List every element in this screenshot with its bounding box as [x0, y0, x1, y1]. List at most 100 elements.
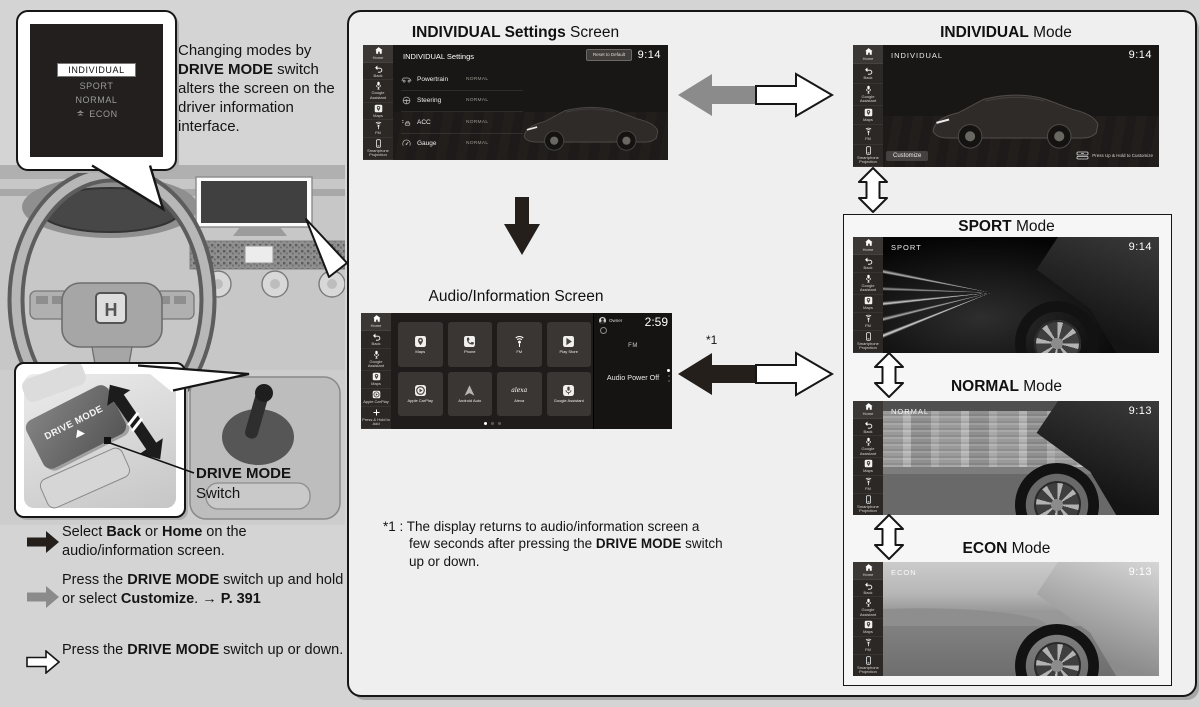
clock: 9:14: [1128, 49, 1152, 61]
sidebar-item-google-assistant[interactable]: Google Assistant: [853, 84, 883, 106]
sidebar-item-back[interactable]: Back: [361, 331, 391, 349]
app-tile-apple-carplay[interactable]: Apple CarPlay: [398, 371, 443, 416]
mode-name-label: SPORT: [891, 243, 922, 252]
maps-icon: [372, 372, 381, 381]
setting-label: Steering: [417, 97, 442, 105]
sidebar-item-label: Smartphone Projection: [857, 664, 879, 675]
sidebar-item-home[interactable]: Home: [853, 401, 883, 419]
maps-icon: [864, 620, 873, 629]
black-arrow-icon: [27, 531, 59, 553]
app-tile-android-auto[interactable]: Android Auto: [447, 371, 492, 416]
sidebar-item-smartphone-projection[interactable]: Smartphone Projection: [853, 494, 883, 515]
sidebar-item-smartphone-projection[interactable]: Smartphone Projection: [853, 331, 883, 353]
owner-chip[interactable]: Owner: [599, 317, 622, 324]
gauge-icon: [401, 139, 412, 148]
sidebar-item-fm[interactable]: FM: [853, 476, 883, 494]
wheel: [1015, 301, 1100, 353]
steering-icon: [401, 96, 412, 105]
sidebar-item-label: Google Assistant: [859, 607, 877, 617]
sidebar-item-maps[interactable]: Maps: [853, 295, 883, 313]
sidebar-item-home[interactable]: Home: [361, 313, 391, 331]
sidebar-item-maps[interactable]: Maps: [853, 458, 883, 476]
fm-icon: [511, 335, 527, 348]
sidebar-item-back[interactable]: Back: [853, 419, 883, 437]
up-down-toggle-arrow: [874, 352, 904, 398]
sidebar-item-home[interactable]: Home: [853, 45, 883, 65]
sidebar-item-back[interactable]: Back: [853, 64, 883, 84]
car-corner: [1006, 401, 1159, 515]
sidebar-item-maps[interactable]: Maps: [853, 619, 883, 637]
audio-side-panel: Owner 2:59 FM Audio Power Off: [593, 313, 672, 429]
press-up-hold-hint: Press Up & Hold to Customize: [1076, 151, 1153, 160]
sidebar-item-label: Google Assistant: [859, 93, 877, 104]
sidebar-item-maps[interactable]: Maps: [363, 103, 393, 121]
scroll-indicator[interactable]: [667, 368, 670, 382]
sidebar-item-label: FM: [865, 136, 871, 142]
help-icon[interactable]: [600, 327, 607, 334]
hint-text: Press Up & Hold to Customize: [1092, 153, 1153, 158]
sidebar-item-maps[interactable]: Maps: [853, 106, 883, 126]
sidebar-item-label: Home: [372, 55, 384, 61]
app-tile-label: Google Assistant: [553, 398, 584, 404]
app-tile-google-assistant[interactable]: Google Assistant: [546, 371, 591, 416]
sidebar-item-smartphone-projection[interactable]: Smartphone Projection: [853, 655, 883, 676]
sidebar-item-fm[interactable]: FM: [853, 637, 883, 655]
up-down-toggle-arrow: [858, 167, 888, 213]
sidebar-item-label: Smartphone Projection: [857, 503, 879, 514]
sidebar-item-label: Smartphone Projection: [367, 147, 389, 158]
sidebar-item-label: Smartphone Projection: [857, 340, 879, 351]
footnote-marker-1: *1: [706, 333, 718, 347]
sidebar-item-back[interactable]: Back: [853, 255, 883, 273]
sidebar-item-fm[interactable]: FM: [853, 125, 883, 145]
footnote: *1 : The display returns to audio/inform…: [383, 518, 723, 571]
sidebar-item-label: Smartphone Projection: [857, 154, 879, 165]
app-tile-play-store[interactable]: Play Store: [546, 322, 591, 367]
sidebar-item-apple-carplay[interactable]: Apple CarPlay: [361, 389, 391, 407]
page-dots[interactable]: [391, 422, 594, 425]
econ-mode-title: ECON Mode: [843, 540, 1170, 558]
cluster-mode-label: ECON: [89, 108, 118, 119]
intro-t2: switch alters the screen on the driver i…: [178, 61, 335, 136]
reset-to-default-button[interactable]: Reset to Default: [586, 49, 632, 61]
sidebar-item-press-hold-to-add[interactable]: Press & Hold to Add: [361, 407, 391, 429]
up-triangle-icon: [72, 427, 85, 439]
sidebar-item-smartphone-projection[interactable]: Smartphone Projection: [363, 138, 393, 160]
sidebar-item-label: Maps: [371, 381, 381, 387]
home-icon: [374, 46, 383, 55]
sidebar-item-google-assistant[interactable]: Google Assistant: [853, 436, 883, 459]
sidebar-item-back[interactable]: Back: [363, 63, 393, 81]
svg-text:H: H: [105, 300, 118, 320]
l1-b1: Back: [106, 524, 142, 540]
sidebar-item-google-assistant[interactable]: Google Assistant: [361, 349, 391, 371]
sidebar-item-label: Google Assistant: [367, 358, 385, 369]
app-tile-maps[interactable]: Maps: [398, 322, 443, 367]
sidebar-item-home[interactable]: Home: [853, 237, 883, 255]
sidebar-item-home[interactable]: Home: [853, 562, 883, 580]
audio-screen-title: Audio/Information Screen: [363, 288, 669, 306]
sidebar-item-back[interactable]: Back: [853, 580, 883, 598]
clock: 9:13: [1128, 566, 1152, 578]
sidebar-item-home[interactable]: Home: [363, 45, 393, 63]
sidebar-item-google-assistant[interactable]: Google Assistant: [853, 597, 883, 620]
app-tile-phone[interactable]: Phone: [447, 322, 492, 367]
sidebar-item-fm[interactable]: FM: [363, 120, 393, 138]
sidebar-item-label: Maps: [863, 116, 873, 122]
sidebar-item-maps[interactable]: Maps: [361, 371, 391, 389]
cluster-mode-normal: NORMAL: [75, 95, 117, 105]
sidebar-item-smartphone-projection[interactable]: Smartphone Projection: [853, 145, 883, 167]
cluster-mode-individual: INDIVIDUAL: [57, 62, 136, 77]
sidebar-item-google-assistant[interactable]: Google Assistant: [853, 273, 883, 295]
mic-icon: [374, 81, 383, 90]
app-tile-fm[interactable]: FM: [497, 322, 542, 367]
sidebar-item-google-assistant[interactable]: Google Assistant: [363, 80, 393, 103]
customize-button[interactable]: Customize: [886, 151, 929, 161]
sidebar-item-fm[interactable]: FM: [853, 313, 883, 331]
